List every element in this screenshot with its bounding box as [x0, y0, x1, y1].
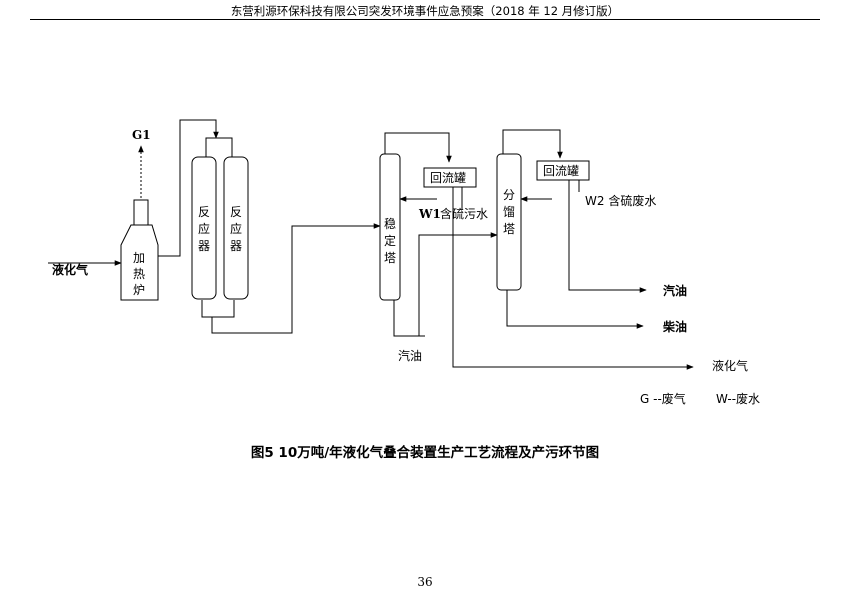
reactor-2-label-3: 器: [230, 239, 242, 253]
reactor-2: [223, 156, 249, 300]
fractionator-label-2: 馏: [503, 205, 515, 219]
furnace-label-2: 热: [133, 267, 145, 281]
w1-desc-label: 含硫污水: [440, 206, 488, 221]
furnace-outlet-line: [158, 119, 219, 257]
w2-label: W2 含硫废水: [585, 193, 656, 208]
stabilizer-column: [379, 153, 401, 301]
reactor-1-label-3: 器: [198, 239, 210, 253]
stabilizer-label-2: 定: [384, 233, 396, 248]
page-header: 东营利源环保科技有限公司突发环境事件应急预案（2018 年 12 月修订版）: [0, 0, 850, 22]
reactor-2-label-2: 应: [230, 221, 242, 236]
lpg-product-line: [452, 187, 694, 370]
furnace-label-3: 炉: [133, 283, 145, 297]
stabilizer-to-fractionator-line: [418, 232, 498, 336]
stabilizer-gasoline-label: 汽油: [398, 348, 422, 363]
legend-water: W--废水: [716, 391, 760, 406]
stabilizer-overhead-line: [384, 132, 452, 163]
reflux-tank-1: [423, 167, 477, 188]
reactor-1-label-2: 应: [198, 221, 210, 236]
g1-label: G1: [132, 128, 151, 142]
reactor-bottom-line: [201, 300, 235, 318]
reflux-tank-2-label: 回流罐: [543, 164, 579, 178]
stabilizer-label-3: 塔: [384, 251, 396, 265]
reactor-2-label-1: 反: [230, 205, 242, 219]
lpg-product-label: 液化气: [712, 358, 748, 373]
gasoline-product-label: 汽油: [663, 283, 687, 298]
fractionator-overhead-line: [502, 129, 563, 159]
header-rule: [30, 19, 820, 20]
diesel-product-label: 柴油: [662, 319, 687, 334]
header-title: 东营利源环保科技有限公司突发环境事件应急预案（2018 年 12 月修订版）: [230, 4, 620, 18]
stabilizer-bottom-line: [393, 300, 425, 337]
fractionator-column: [496, 153, 522, 291]
reflux-tank-2: [536, 160, 590, 181]
reactor-1-label-1: 反: [198, 205, 210, 219]
reactor-1: [191, 156, 217, 300]
reactor-top-line: [205, 137, 233, 157]
gasoline-product-line: [568, 180, 647, 293]
furnace-label-1: 加: [133, 251, 145, 265]
figure-caption: 图5 10万吨/年液化气叠合装置生产工艺流程及产污环节图: [250, 445, 600, 461]
stabilizer-label-1: 稳: [384, 216, 396, 231]
reactor-to-stabilizer-line: [211, 223, 381, 334]
fractionator-label-3: 塔: [503, 222, 515, 236]
w1-code-label: W1: [418, 207, 441, 221]
diesel-product-line: [506, 290, 644, 329]
feed-label: 液化气: [52, 262, 88, 277]
legend-gas: G --废气: [640, 391, 686, 406]
fractionator-label-1: 分: [503, 188, 515, 202]
heating-furnace: [120, 199, 159, 301]
page-number: 36: [417, 575, 433, 589]
reflux-tank-1-label: 回流罐: [430, 171, 466, 185]
